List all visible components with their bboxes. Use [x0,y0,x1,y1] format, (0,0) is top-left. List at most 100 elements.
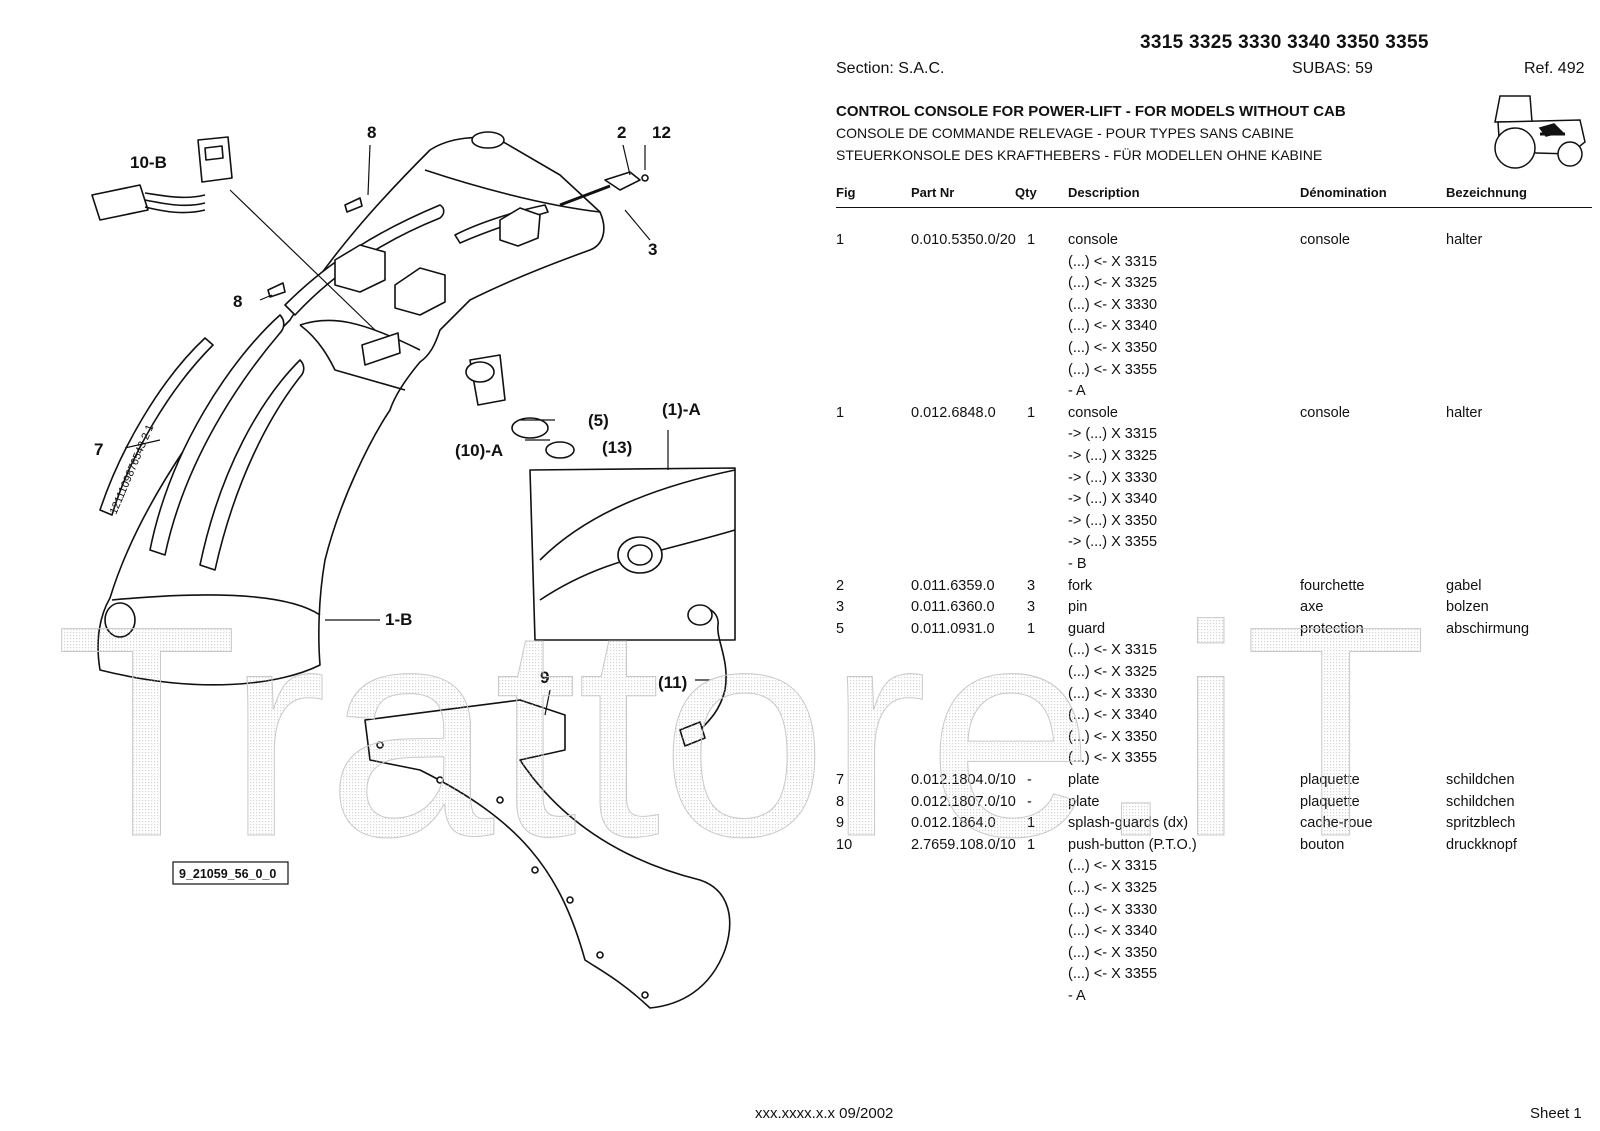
cell-bezeichnung: druckknopf [1446,836,1517,853]
cell-part-nr: 0.012.1804.0/10 [911,772,1016,788]
ref-label: Ref. 492 [1524,60,1585,77]
callout-1-A: (1)-A [662,400,701,419]
cell-description: -> (...) X 3315 [1068,426,1158,443]
cell-denomination: bouton [1300,836,1345,853]
cell-description: - B [1068,556,1087,572]
cell-fig: 5 [836,620,845,637]
cell-description: (...) <- X 3350 [1068,944,1158,961]
cell-description: plate [1068,772,1100,788]
cell-description: - A [1068,988,1086,1004]
cell-fig: 7 [836,772,845,788]
callout-10-B: 10-B [130,153,167,172]
cell-description: (...) <- X 3330 [1068,685,1158,702]
cell-description: -> (...) X 3330 [1068,469,1158,486]
callout-8-top: 8 [367,123,376,142]
col-fig: Fig [836,185,856,200]
cell-description: (...) <- X 3355 [1068,966,1158,983]
cell-description: console [1068,232,1118,248]
col-bezeichnung: Bezeichnung [1446,185,1527,200]
cell-bezeichnung: halter [1446,404,1483,421]
cell-description: -> (...) X 3355 [1068,534,1158,551]
cell-part-nr: 0.011.6359.0 [911,577,995,594]
cell-part-nr: 0.012.1864.0 [911,815,996,832]
cell-fig: 2 [836,577,845,594]
cell-bezeichnung: bolzen [1446,599,1489,616]
cell-description: guard [1068,620,1106,637]
cell-description: (...) <- X 3315 [1068,858,1158,875]
callout-1-B: 1-B [385,610,412,629]
callout-12: 12 [652,123,671,142]
cell-qty: 3 [1027,577,1036,594]
callout-2: 2 [617,123,626,142]
cell-qty: - [1027,772,1032,788]
cell-description: fork [1068,577,1093,594]
cell-qty: 1 [1027,232,1036,248]
cell-description: (...) <- X 3330 [1068,296,1158,313]
cell-description: (...) <- X 3340 [1068,707,1158,724]
cell-part-nr: 0.010.5350.0/20 [911,232,1016,248]
cell-qty: 1 [1027,836,1036,853]
cell-bezeichnung: schildchen [1446,793,1515,810]
col-denomination: Dénomination [1300,185,1387,200]
cell-part-nr: 0.011.0931.0 [911,620,995,637]
cell-denomination: console [1300,232,1350,248]
cell-part-nr: 0.012.6848.0 [911,404,996,421]
cell-denomination: axe [1300,599,1324,616]
callout-7: 7 [94,440,103,459]
cell-fig: 3 [836,599,845,616]
cell-description: (...) <- X 3340 [1068,923,1158,940]
cell-denomination: cache-roue [1300,815,1373,832]
cell-description: (...) <- X 3330 [1068,901,1158,918]
cell-description: (...) <- X 3350 [1068,728,1158,745]
col-qty: Qty [1015,185,1037,200]
cell-denomination: console [1300,404,1350,421]
cell-bezeichnung: schildchen [1446,772,1515,788]
cell-description: (...) <- X 3325 [1068,664,1158,680]
cell-fig: 1 [836,404,845,421]
cell-qty: 1 [1027,404,1036,421]
cell-denomination: protection [1300,620,1364,637]
cell-description: (...) <- X 3315 [1068,253,1158,270]
callout-13: (13) [602,438,632,457]
section-label: Section: S.A.C. [836,60,945,77]
cell-qty: 3 [1027,599,1036,616]
subas-label: SUBAS: 59 [1292,60,1373,77]
cell-denomination: fourchette [1300,577,1365,594]
cell-description: splash-guards (dx) [1068,815,1189,832]
cell-description: (...) <- X 3340 [1068,318,1158,335]
cell-description: (...) <- X 3355 [1068,361,1158,378]
callout-9: 9 [540,668,549,687]
callout-5: (5) [588,411,609,430]
cell-denomination: plaquette [1300,772,1360,788]
cell-part-nr: 0.012.1807.0/10 [911,793,1016,810]
cell-description: -> (...) X 3340 [1068,491,1158,508]
cell-part-nr: 2.7659.108.0/10 [911,836,1016,853]
cell-description: - A [1068,383,1086,400]
header-rule [836,207,1592,208]
cell-fig: 8 [836,793,845,810]
cell-qty: - [1027,793,1032,810]
cell-description: -> (...) X 3325 [1068,448,1158,464]
tractor-icon [1494,95,1586,169]
cell-description: plate [1068,793,1100,810]
cell-qty: 1 [1027,620,1036,637]
drawing-id: 9_21059_56_0_0 [179,867,276,881]
col-part-nr: Part Nr [911,185,955,200]
footer-code: xxx.xxxx.x.x 09/2002 [755,1105,894,1122]
cell-description: (...) <- X 3325 [1068,880,1158,896]
model-list: 3315 3325 3330 3340 3350 3355 [1140,32,1429,53]
cell-description: pin [1068,599,1088,616]
cell-description: push-button (P.T.O.) [1068,836,1197,853]
callout-11: (11) [658,673,687,692]
callout-10-A: (10)-A [455,441,503,460]
cell-fig: 9 [836,815,845,832]
title-english: CONTROL CONSOLE FOR POWER-LIFT - FOR MOD… [836,103,1346,120]
cell-description: (...) <- X 3350 [1068,340,1158,356]
cell-bezeichnung: gabel [1446,577,1482,594]
cell-description: console [1068,404,1118,421]
cell-description: -> (...) X 3350 [1068,512,1158,529]
cell-description: (...) <- X 3325 [1068,275,1158,292]
cell-fig: 1 [836,232,845,248]
cell-part-nr: 0.011.6360.0 [911,599,995,616]
exploded-parts-diagram: 1211109876543 2 1 8 10-B 2 12 3 8 7 (5) [91,123,736,1009]
